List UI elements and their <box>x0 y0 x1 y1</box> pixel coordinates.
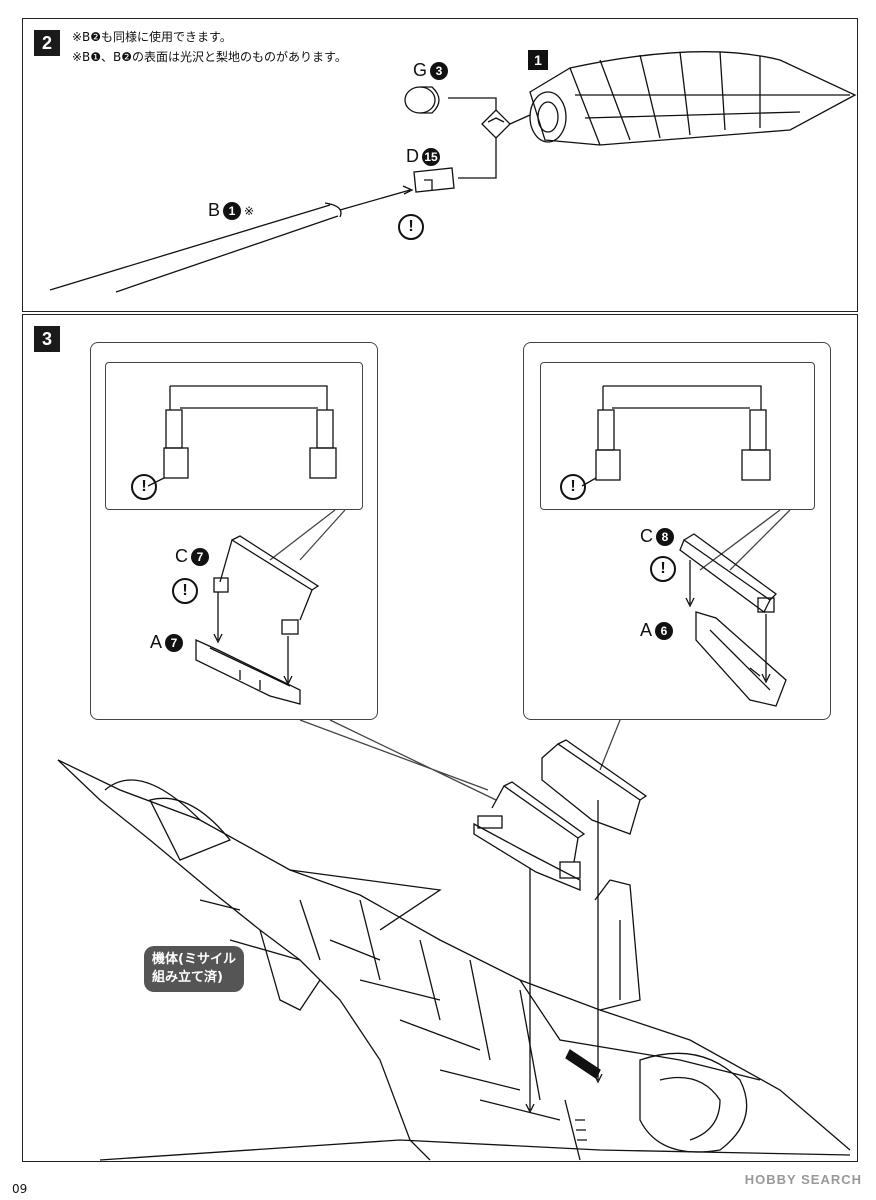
assembly-ref-badge: 1 <box>528 50 548 70</box>
part-number: 7 <box>165 633 184 652</box>
part-number: 15 <box>422 147 440 166</box>
watermark: HOBBY SEARCH <box>744 1172 862 1187</box>
detail-left <box>105 362 363 510</box>
fuselage-label-line2: 組み立て済) <box>152 970 223 985</box>
clamp-detail-left <box>147 385 337 487</box>
c8-installed <box>541 739 648 1084</box>
a7-part <box>195 638 301 705</box>
ring-part <box>413 167 455 193</box>
part-label-a7: A 7 <box>150 632 184 653</box>
a6-part <box>695 611 787 707</box>
part-letter: G <box>413 60 428 80</box>
warning-icon: ! <box>650 556 676 582</box>
part-number: 3 <box>430 61 449 80</box>
warning-icon: ! <box>131 474 157 500</box>
part-label-a6: A 6 <box>640 620 674 641</box>
detail-right <box>540 362 815 510</box>
part-label-g3: G 3 <box>413 60 449 81</box>
part-letter: A <box>150 632 163 652</box>
page-number: 09 <box>12 1182 28 1196</box>
assembly-part <box>529 51 857 146</box>
combine-arrow <box>448 97 531 179</box>
step2-panel <box>22 18 858 312</box>
warning-icon: ! <box>560 474 586 500</box>
c8-part <box>679 533 777 684</box>
part-label-b1: B 1 ※ <box>208 200 254 221</box>
part-letter: A <box>640 620 653 640</box>
part-label-d15: D 15 <box>406 146 440 167</box>
part-number: 8 <box>656 527 674 546</box>
warning-icon: ! <box>398 214 424 240</box>
fuselage-label: 機体(ミサイル 組み立て済) <box>144 946 244 992</box>
step2-note-2: ※B❶、B❷の表面は光沢と梨地のものがあります。 <box>72 50 347 64</box>
warning-icon: ! <box>172 578 198 604</box>
part-mark: ※ <box>244 203 255 218</box>
part-number: 6 <box>655 621 674 640</box>
aircraft-body <box>57 759 851 1161</box>
step2-note-1: ※B❷も同様に使用できます。 <box>72 30 232 44</box>
clamp-detail-right <box>581 385 771 487</box>
step3-panel <box>22 314 858 1162</box>
part-number: 7 <box>191 547 209 566</box>
part-letter: C <box>175 546 188 566</box>
stick-part <box>49 185 414 293</box>
part-label-c7: C 7 <box>175 546 209 567</box>
part-label-c8: C 8 <box>640 526 674 547</box>
c7-installed <box>473 781 586 1114</box>
fuselage-label-line1: 機体(ミサイル <box>152 952 236 967</box>
callout-left <box>90 342 378 720</box>
part-number: 1 <box>223 201 242 220</box>
step3-badge: 3 <box>34 326 60 352</box>
part-letter: D <box>406 146 419 166</box>
callout-right <box>523 342 831 720</box>
step2-badge: 2 <box>34 30 60 56</box>
part-letter: C <box>640 526 653 546</box>
c7-part <box>213 535 320 686</box>
cap-part <box>404 86 440 114</box>
part-letter: B <box>208 200 221 220</box>
